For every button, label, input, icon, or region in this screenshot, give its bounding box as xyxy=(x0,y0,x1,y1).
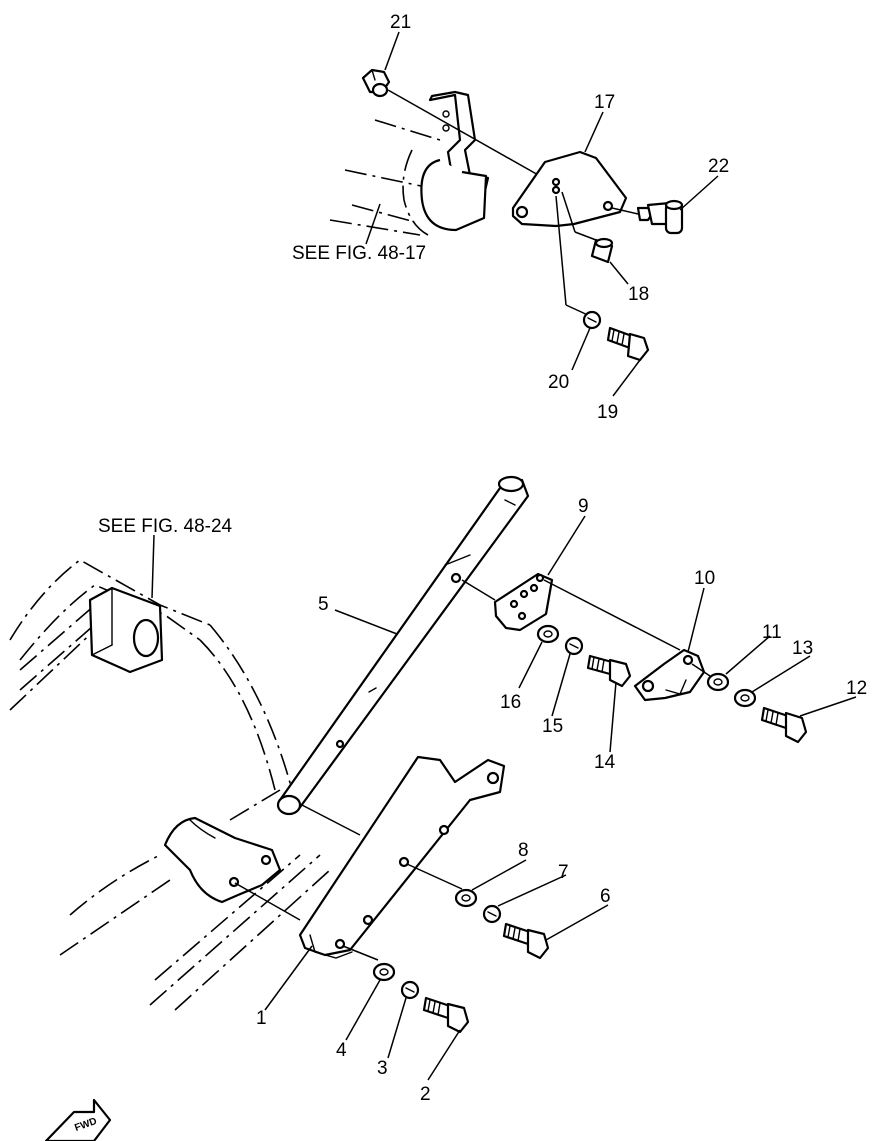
part-2-bolt xyxy=(422,996,470,1034)
callout-15: 15 xyxy=(542,716,563,737)
callout-19: 19 xyxy=(597,402,618,423)
part-12-bolt xyxy=(760,706,808,744)
part-1-bracket xyxy=(298,755,506,959)
lower-assembly xyxy=(9,475,808,1034)
part-13-washer xyxy=(733,688,757,708)
part-10-clamp xyxy=(633,648,706,702)
callout-21: 21 xyxy=(390,12,411,33)
part-20-lock-washer xyxy=(582,310,602,330)
part-7-lock-washer xyxy=(482,904,502,924)
part-19-bolt xyxy=(606,326,650,362)
forward-arrow-icon: FWD xyxy=(44,1098,112,1141)
part-8-washer xyxy=(454,888,478,908)
upper-assembly xyxy=(329,68,684,362)
callout-5: 5 xyxy=(318,594,329,615)
part-3-lock-washer xyxy=(400,980,420,1000)
callout-16: 16 xyxy=(500,692,521,713)
callout-numbers: 21 17 22 18 20 19 9 5 10 11 13 12 16 15 … xyxy=(256,12,867,1105)
part-15-lock-washer xyxy=(564,636,584,656)
phantom-frame-upper xyxy=(9,559,293,791)
part-5-rod xyxy=(276,475,530,816)
callout-8: 8 xyxy=(518,840,529,861)
callout-6: 6 xyxy=(600,886,611,907)
callout-14: 14 xyxy=(594,752,616,773)
part-11-washer xyxy=(706,672,730,692)
callout-10: 10 xyxy=(694,568,715,589)
callout-12: 12 xyxy=(846,678,867,699)
part-4-washer xyxy=(372,962,396,982)
part-18-pin xyxy=(590,237,614,264)
callout-7: 7 xyxy=(558,862,569,883)
callout-18: 18 xyxy=(628,284,649,305)
callout-17: 17 xyxy=(594,92,615,113)
part-14-bolt xyxy=(586,654,632,688)
part-9-plate xyxy=(493,572,554,632)
callout-1: 1 xyxy=(256,1008,267,1029)
callout-9: 9 xyxy=(578,496,589,517)
callout-11: 11 xyxy=(762,622,782,643)
callout-3: 3 xyxy=(377,1058,388,1079)
reference-note-lower: SEE FIG. 48-24 xyxy=(98,516,233,537)
part-21-nut xyxy=(361,68,391,98)
callout-4: 4 xyxy=(336,1040,347,1061)
callout-22: 22 xyxy=(708,156,729,177)
phantom-frame-lower xyxy=(59,789,331,1011)
callout-leaders xyxy=(151,31,857,1081)
part-22-grease-fitting xyxy=(636,199,684,235)
callout-13: 13 xyxy=(792,638,813,659)
part-6-bolt xyxy=(502,922,550,960)
part-17-plate xyxy=(511,150,628,228)
part-16-washer xyxy=(536,624,560,644)
callout-2: 2 xyxy=(420,1084,431,1105)
reference-note-upper: SEE FIG. 48-17 xyxy=(292,243,426,264)
callout-20: 20 xyxy=(548,372,569,393)
